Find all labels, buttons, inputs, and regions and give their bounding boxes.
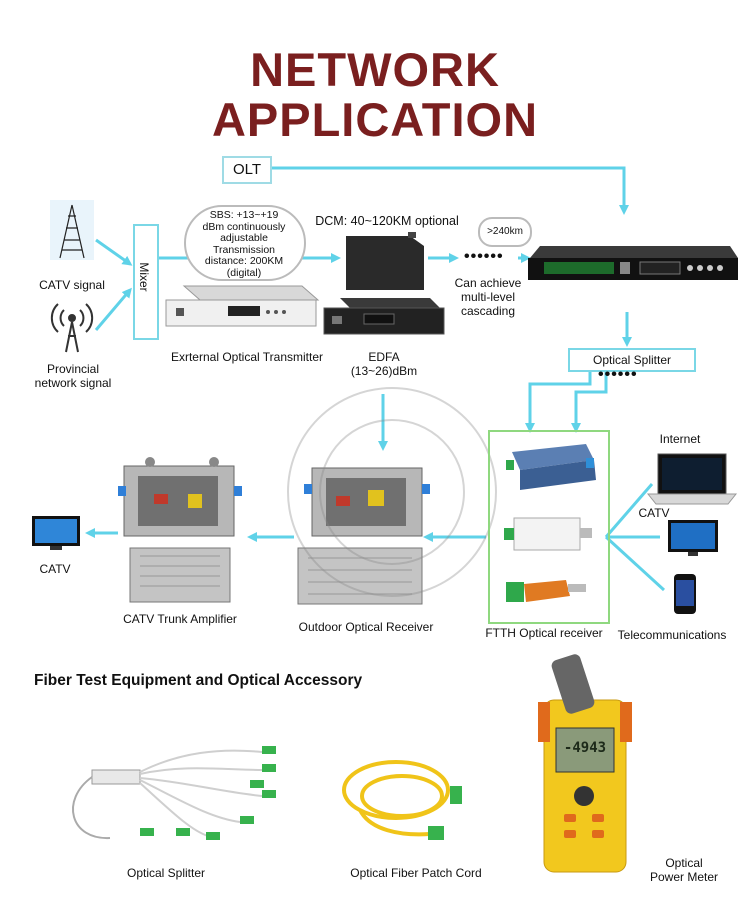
watermark-seal	[287, 387, 497, 597]
trunk-amplifier-label: CATV Trunk Amplifier	[123, 612, 237, 626]
title-line2: APPLICATION	[211, 93, 539, 146]
ftth-receiver-orange	[506, 580, 586, 602]
catv-right-label: CATV	[638, 506, 670, 520]
monitor-icon-right	[668, 520, 718, 556]
edfa-device	[323, 298, 445, 335]
provincial-network-label: Provincial network signal	[34, 362, 112, 390]
internet-label: Internet	[659, 432, 701, 446]
dcm-device	[346, 232, 424, 290]
optical-splitter-box: Optical Splitter	[568, 348, 696, 372]
outdoor-receiver-device	[297, 467, 430, 605]
power-meter-image	[538, 654, 632, 873]
range-label: >240km	[478, 217, 532, 247]
sbs-note: SBS: +13~+19 dBm continuously adjustable…	[202, 209, 286, 279]
title-line1: NETWORK	[250, 43, 500, 96]
olt-box: OLT	[222, 156, 272, 184]
phone-icon	[674, 574, 696, 614]
ftth-receiver-white	[504, 517, 592, 551]
trunk-amplifier-device	[118, 457, 242, 603]
transmitter-label: Exrternal Optical Transmitter	[170, 350, 324, 364]
ftth-group-box	[488, 430, 610, 624]
monitor-icon-left	[32, 516, 80, 550]
mixer-box	[133, 224, 159, 340]
mixer-label: Mixer	[137, 262, 151, 292]
patch-cord-label: Optical Fiber Patch Cord	[350, 866, 482, 880]
cascade-dots: ••••••	[464, 248, 504, 265]
splitter-dots: ••••••	[598, 366, 638, 383]
tower-icon	[50, 200, 94, 260]
power-meter-reading: -4943	[563, 740, 607, 756]
olt-rack-device	[528, 246, 738, 280]
plc-splitter-image	[72, 746, 276, 840]
antenna-icon	[50, 303, 94, 353]
optical-transmitter-device	[165, 285, 320, 327]
dcm-label: DCM: 40~120KM optional	[315, 214, 459, 228]
laptop-icon	[646, 453, 738, 505]
section-title: Fiber Test Equipment and Optical Accesso…	[34, 672, 363, 689]
catv-signal-label: CATV signal	[39, 278, 105, 292]
catv-left-label: CATV	[39, 562, 71, 576]
ftth-label: FTTH Optical receiver	[485, 626, 603, 640]
outdoor-receiver-label: Outdoor Optical Receiver	[298, 620, 434, 634]
edfa-label: EDFA (13~26)dBm	[350, 350, 418, 378]
sbs-cloud	[184, 205, 306, 281]
optical-splitter-label: Optical Splitter	[126, 866, 206, 880]
ftth-receiver-blue	[506, 444, 596, 490]
power-meter-label: Optical Power Meter	[649, 856, 719, 884]
telecommunications-label: Telecommunications	[617, 628, 727, 642]
patch-cord-image	[342, 760, 462, 840]
cascading-label: Can achieve multi-level cascading	[454, 276, 522, 318]
